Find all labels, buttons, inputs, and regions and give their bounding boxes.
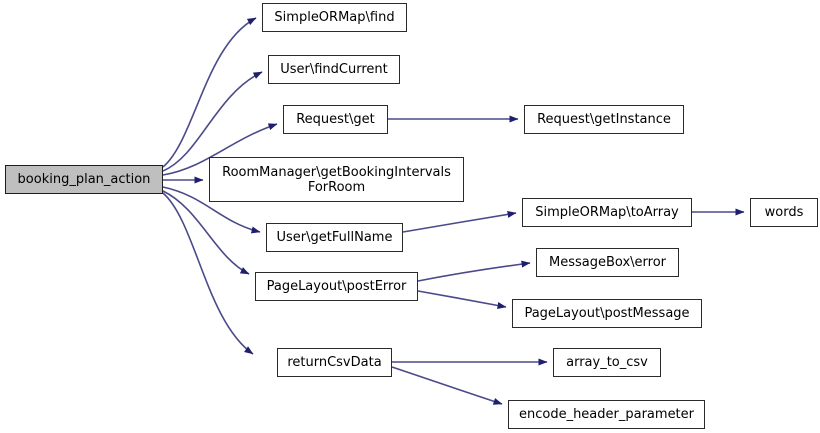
edge-booking_plan_action-to-simpleormap_find [162,17,257,168]
node-label-words: words [764,205,804,220]
node-label-returncsvdata: returnCsvData [287,355,382,370]
node-words[interactable]: words [750,198,818,227]
edge-booking_plan_action-to-returncsvdata [162,192,254,355]
node-pagelayout_postmessage[interactable]: PageLayout\postMessage [512,299,702,328]
node-label-simpleormap_find: SimpleORMap\find [274,10,395,25]
node-simpleormap_find[interactable]: SimpleORMap\find [262,3,407,32]
node-request_get[interactable]: Request\get [283,105,388,134]
node-label-pagelayout_postmessage: PageLayout\postMessage [524,306,690,321]
node-user_findcurrent[interactable]: User\findCurrent [268,55,400,84]
edge-user_getfullname-to-simpleormap_toarray [402,210,517,233]
edge-pagelayout_posterror-to-messagebox_error [417,260,531,282]
node-label-user_getfullname: User\getFullName [276,230,393,245]
node-array_to_csv[interactable]: array_to_csv [553,348,661,377]
node-label-request_get: Request\get [296,112,375,127]
edge-returncsvdata-to-encode_header_parameter [391,366,503,405]
node-label-user_findcurrent: User\findCurrent [280,62,388,77]
node-request_getinstance[interactable]: Request\getInstance [524,105,684,134]
node-label-pagelayout_posterror: PageLayout\postError [266,279,407,294]
node-label-simpleormap_toarray: SimpleORMap\toArray [535,205,679,220]
edge-pagelayout_posterror-to-pagelayout_postmessage [417,290,507,309]
node-encode_header_parameter[interactable]: encode_header_parameter [508,400,705,429]
node-messagebox_error[interactable]: MessageBox\error [536,248,679,277]
node-label-roommanager_getbookingintervalsforroom: RoomManager\getBookingIntervals ForRoom [222,164,451,195]
node-label-booking_plan_action: booking_plan_action [17,172,151,187]
node-booking_plan_action[interactable]: booking_plan_action [5,165,163,194]
node-label-encode_header_parameter: encode_header_parameter [518,407,695,422]
node-simpleormap_toarray[interactable]: SimpleORMap\toArray [522,198,692,227]
node-roommanager_getbookingintervalsforroom[interactable]: RoomManager\getBookingIntervals ForRoom [209,157,464,202]
node-label-array_to_csv: array_to_csv [566,355,648,370]
node-user_getfullname[interactable]: User\getFullName [266,223,403,252]
node-label-request_getinstance: Request\getInstance [537,112,671,127]
node-returncsvdata[interactable]: returnCsvData [277,348,392,377]
node-pagelayout_posterror[interactable]: PageLayout\postError [255,272,418,301]
node-label-messagebox_error: MessageBox\error [549,255,666,270]
edge-booking_plan_action-to-pagelayout_posterror [162,190,250,275]
